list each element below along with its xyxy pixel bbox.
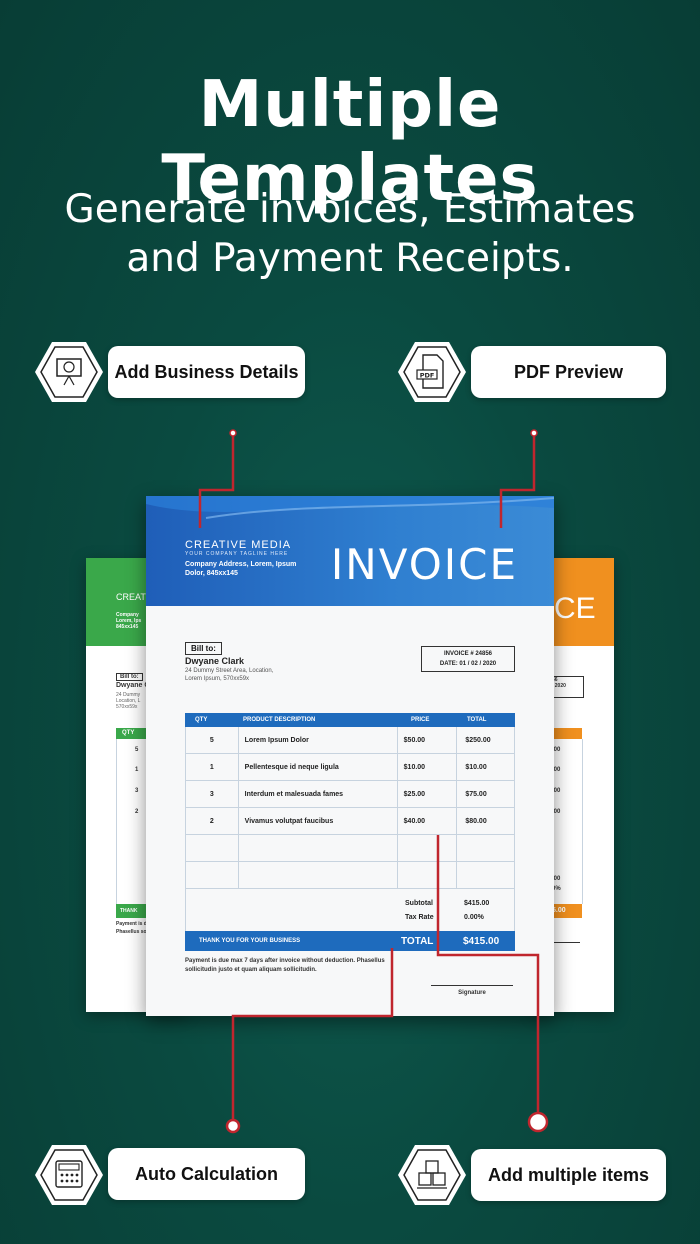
row-description: Vivamus volutpat faucibus <box>237 808 397 834</box>
table-row: 3 Interdum et malesuada fames $25.00 $75… <box>186 781 514 808</box>
page-title: Multiple Templates <box>161 68 539 216</box>
subtotal-value: $415.00 <box>464 900 490 907</box>
signature-line <box>431 985 513 986</box>
col-qty: QTY <box>195 717 208 723</box>
pdf-document-icon: PDF <box>397 340 467 404</box>
total-label: TOTAL <box>401 935 434 947</box>
invoice-table: QTY PRODUCT DESCRIPTION PRICE TOTAL 5 Lo… <box>185 713 515 951</box>
table-row: 5 Lorem Ipsum Dolor $50.00 $250.00 <box>186 727 514 754</box>
row-description: Pellentesque id neque ligula <box>237 754 397 780</box>
subtitle-line-2: and Payment Receipts. <box>126 236 574 281</box>
payment-terms: Payment is due max 7 days after invoice … <box>185 958 385 973</box>
row-price: $40.00 <box>396 808 457 834</box>
calculator-icon <box>34 1143 104 1207</box>
invoice-brand: CREATIVE MEDIA <box>185 539 292 551</box>
table-row: 1 Pellentesque id neque ligula $10.00 $1… <box>186 754 514 781</box>
bill-to-label: Bill to: <box>185 642 222 655</box>
bill-to-address: 24 Dummy Street Area, Location, Lorem Ip… <box>185 668 274 682</box>
row-qty: 2 <box>209 817 214 825</box>
row-description: Interdum et malesuada fames <box>237 781 397 807</box>
row-total: $80.00 <box>456 808 514 834</box>
invoice-total-bar: THANK YOU FOR YOUR BUSINESS TOTAL $415.0… <box>185 931 515 951</box>
orange-title: CE <box>554 592 596 625</box>
row-total: $75.00 <box>456 781 514 807</box>
boxes-icon <box>397 1143 467 1207</box>
total-value: $415.00 <box>463 935 500 947</box>
table-row-empty <box>186 862 514 889</box>
table-row-empty <box>186 835 514 862</box>
row-qty: 1 <box>209 763 214 771</box>
auto-calculation-label: Auto Calculation <box>108 1148 305 1200</box>
row-description: Lorem Ipsum Dolor <box>237 727 397 753</box>
row-total: $10.00 <box>456 754 514 780</box>
green-brand: CREATI <box>116 592 149 602</box>
row-price: $50.00 <box>396 727 457 753</box>
row-qty: 3 <box>209 790 214 798</box>
row-price: $25.00 <box>396 781 457 807</box>
green-bill-label: Bill to: <box>116 673 143 681</box>
pdf-preview-label: PDF Preview <box>471 346 666 398</box>
thanks-text: THANK YOU FOR YOUR BUSINESS <box>199 938 301 944</box>
subtitle-line-1: Generate invoices, Estimates <box>64 187 636 232</box>
bill-to-name: Dwyane Clark <box>185 656 245 666</box>
add-multiple-items-label: Add multiple items <box>471 1149 666 1201</box>
svg-text:PDF: PDF <box>420 372 435 380</box>
row-total: $250.00 <box>456 727 514 753</box>
col-total: TOTAL <box>467 717 487 723</box>
invoice-title: INVOICE <box>330 540 518 589</box>
invoice-meta: INVOICE # 24856 DATE: 01 / 02 / 2020 <box>421 646 515 672</box>
table-header: QTY PRODUCT DESCRIPTION PRICE TOTAL <box>185 713 515 727</box>
page-subtitle: Generate invoices, Estimates and Payment… <box>0 185 700 283</box>
invoice-summary: Subtotal $415.00 Tax Rate 0.00% <box>185 889 515 931</box>
invoice-header-band: CREATIVE MEDIA YOUR COMPANY TAGLINE HERE… <box>146 496 554 606</box>
add-business-details-label: Add Business Details <box>108 346 305 398</box>
col-price: PRICE <box>411 717 430 723</box>
company-address: Company Address, Lorem, Ipsum Dolor, 845… <box>185 561 297 577</box>
presentation-dollar-icon <box>34 340 104 404</box>
tax-value: 0.00% <box>464 914 484 921</box>
green-bill-name: Dwyane C <box>116 682 150 689</box>
tax-label: Tax Rate <box>405 914 434 921</box>
invoice-date: DATE: 01 / 02 / 2020 <box>439 661 497 667</box>
col-description: PRODUCT DESCRIPTION <box>243 717 316 723</box>
invoice-number: INVOICE # 24856 <box>443 651 493 657</box>
invoice-tagline: YOUR COMPANY TAGLINE HERE <box>185 551 289 557</box>
row-price: $10.00 <box>396 754 457 780</box>
signature-label: Signature <box>458 990 486 996</box>
subtotal-label: Subtotal <box>405 900 433 907</box>
main-invoice-template: CREATIVE MEDIA YOUR COMPANY TAGLINE HERE… <box>146 496 554 1016</box>
table-row: 2 Vivamus volutpat faucibus $40.00 $80.0… <box>186 808 514 835</box>
row-qty: 5 <box>209 736 214 744</box>
